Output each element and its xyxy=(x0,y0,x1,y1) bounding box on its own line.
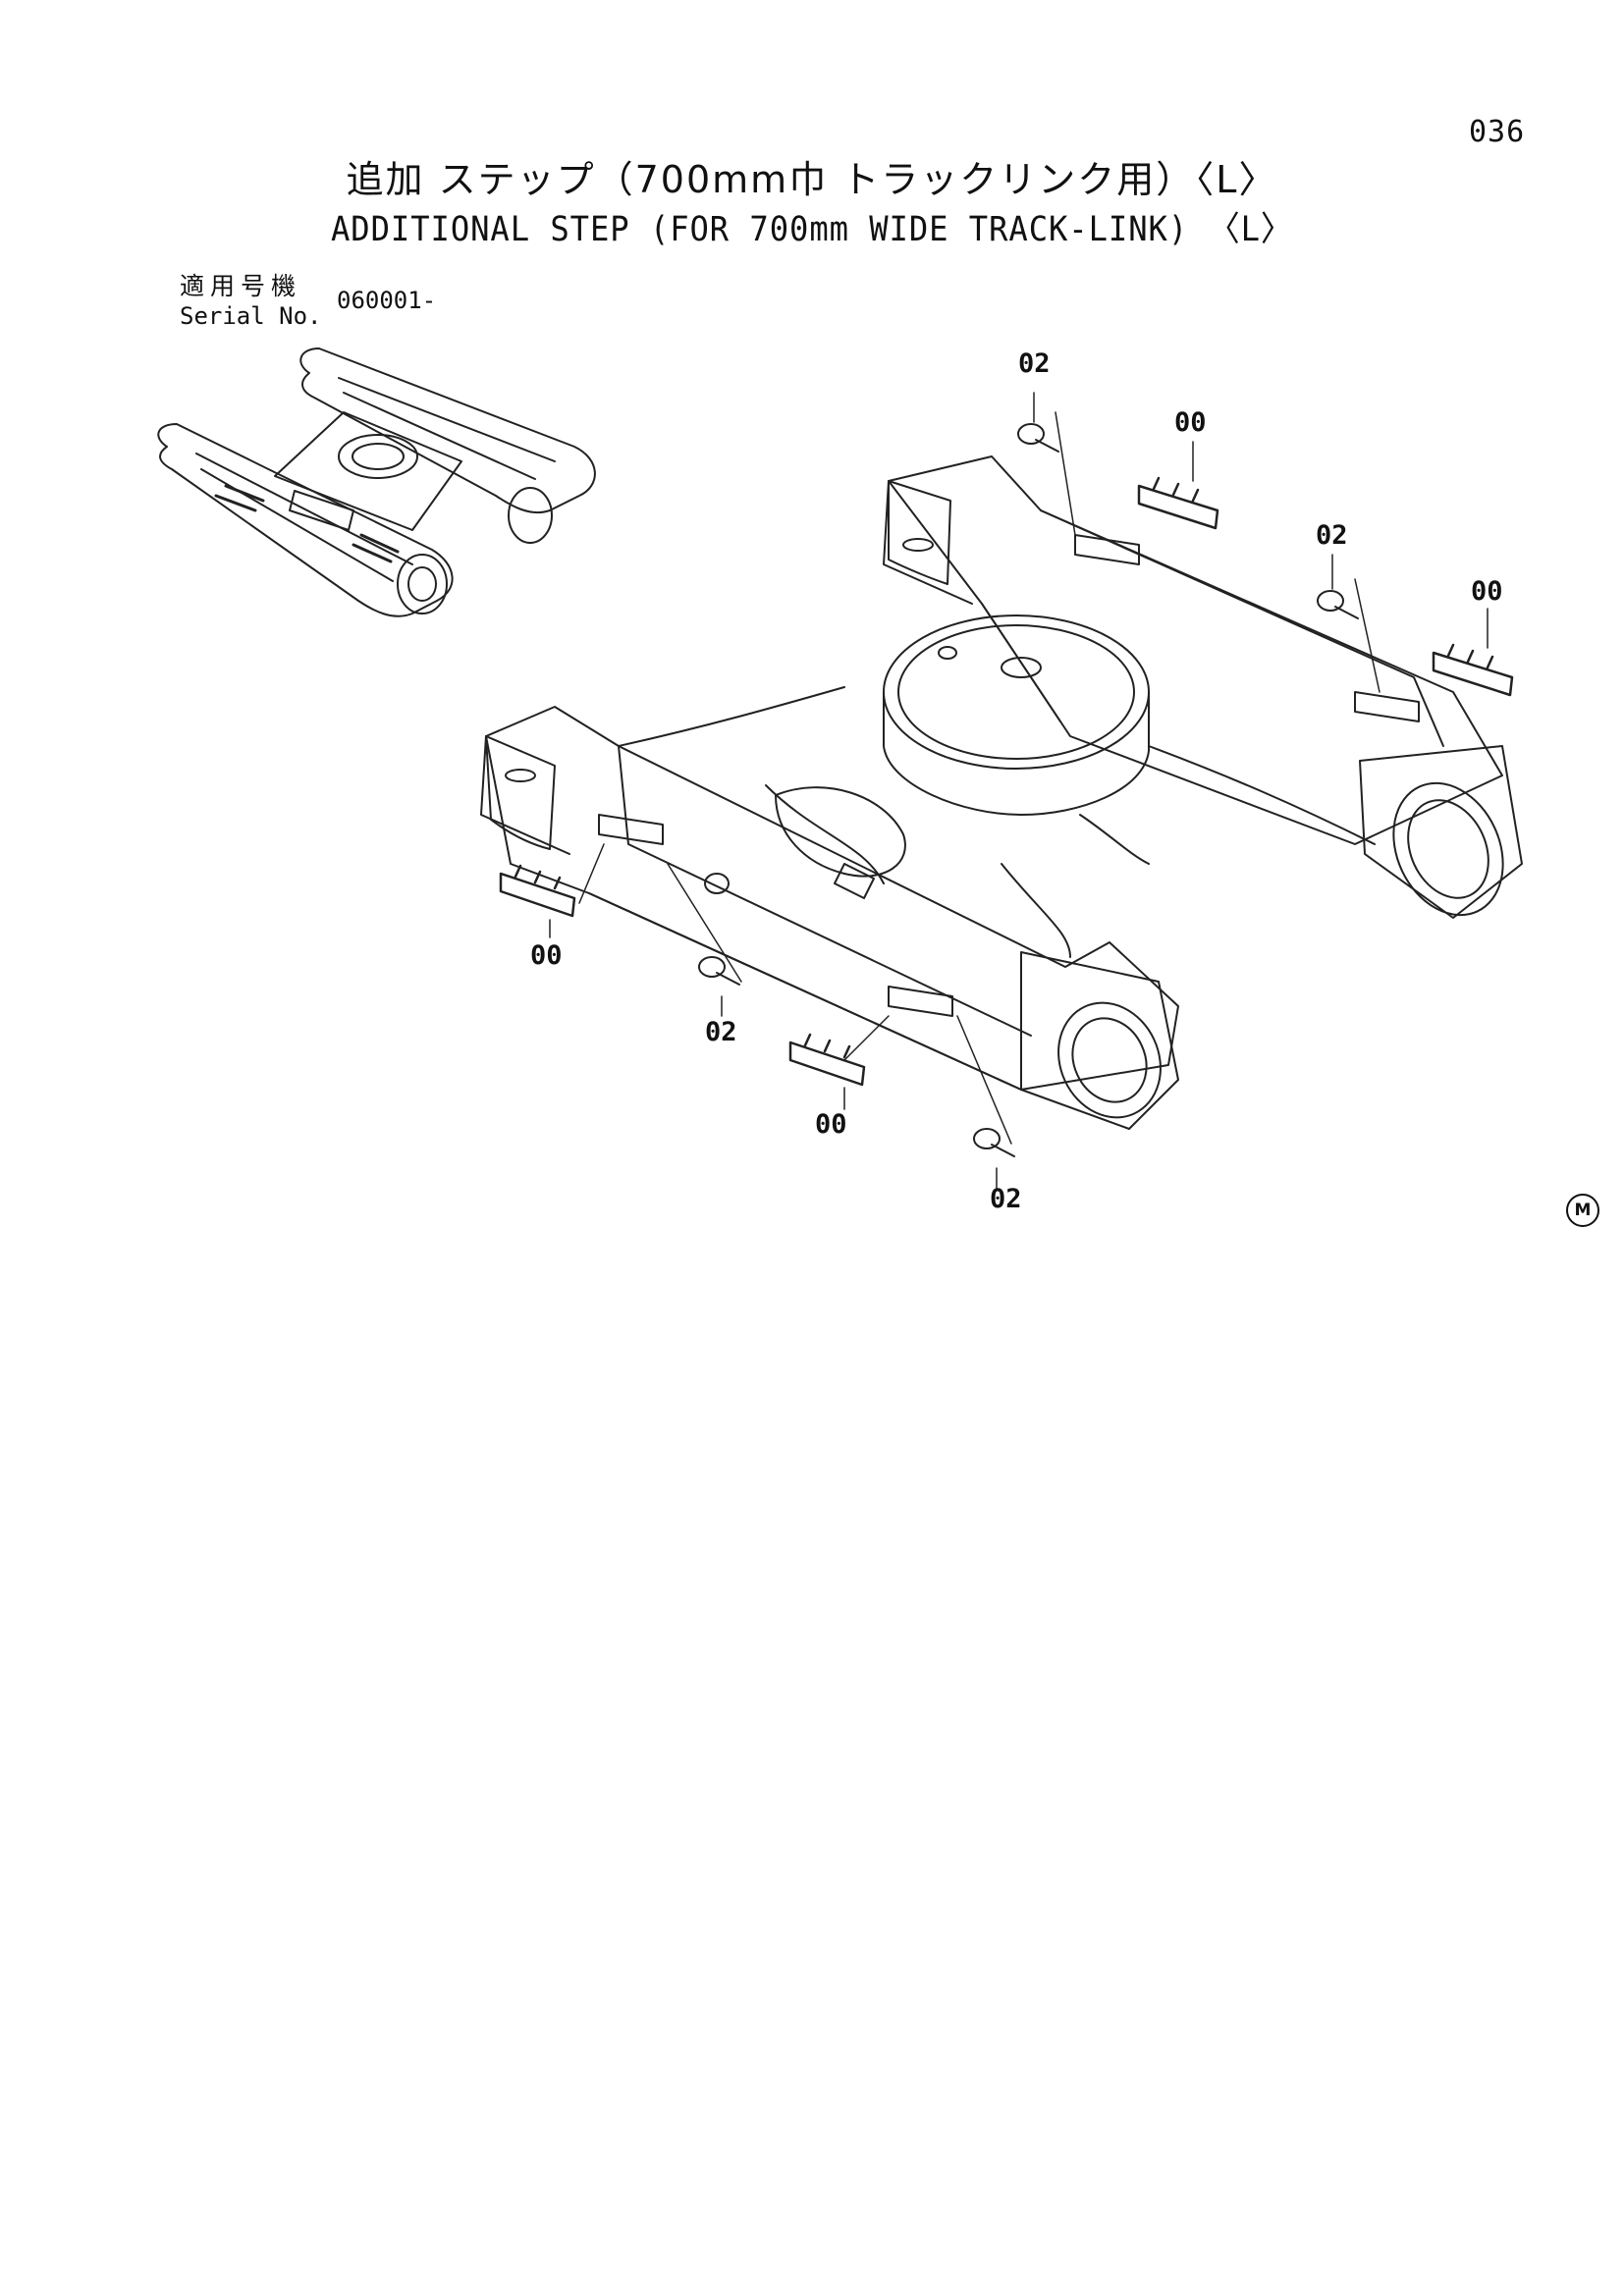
m-mark-icon: M xyxy=(1566,1194,1599,1227)
callout-bolt-top: 02 xyxy=(1018,348,1051,379)
callout-step-bottom: 00 xyxy=(815,1109,847,1140)
page-title-en: ADDITIONAL STEP (FOR 700mm WIDE TRACK-LI… xyxy=(330,210,1294,249)
callout-step-left: 00 xyxy=(530,940,563,971)
frame-steps xyxy=(598,534,1420,1017)
bolt-parts xyxy=(698,423,1359,1157)
callout-bolt-bottom: 02 xyxy=(990,1184,1022,1214)
callout-bolt-right: 02 xyxy=(1316,520,1348,551)
page-number: 036 xyxy=(1469,115,1526,149)
callout-bolt-left: 02 xyxy=(705,1017,737,1047)
overview-sketch xyxy=(157,347,596,617)
serial-label-en: Serial No. xyxy=(180,302,322,330)
main-frame xyxy=(480,455,1523,1130)
callout-step-right: 00 xyxy=(1471,576,1503,607)
step-parts xyxy=(499,476,1514,1087)
page-title-jp: 追加 ステップ（700mm巾 トラックリンク用）〈L〉 xyxy=(346,158,1278,201)
leader-lines xyxy=(549,392,1489,1189)
parts-diagram xyxy=(157,347,1523,1189)
serial-label-jp: 適用号機 xyxy=(180,272,302,300)
callout-step-top: 00 xyxy=(1174,407,1207,438)
serial-value: 060001- xyxy=(337,287,437,314)
